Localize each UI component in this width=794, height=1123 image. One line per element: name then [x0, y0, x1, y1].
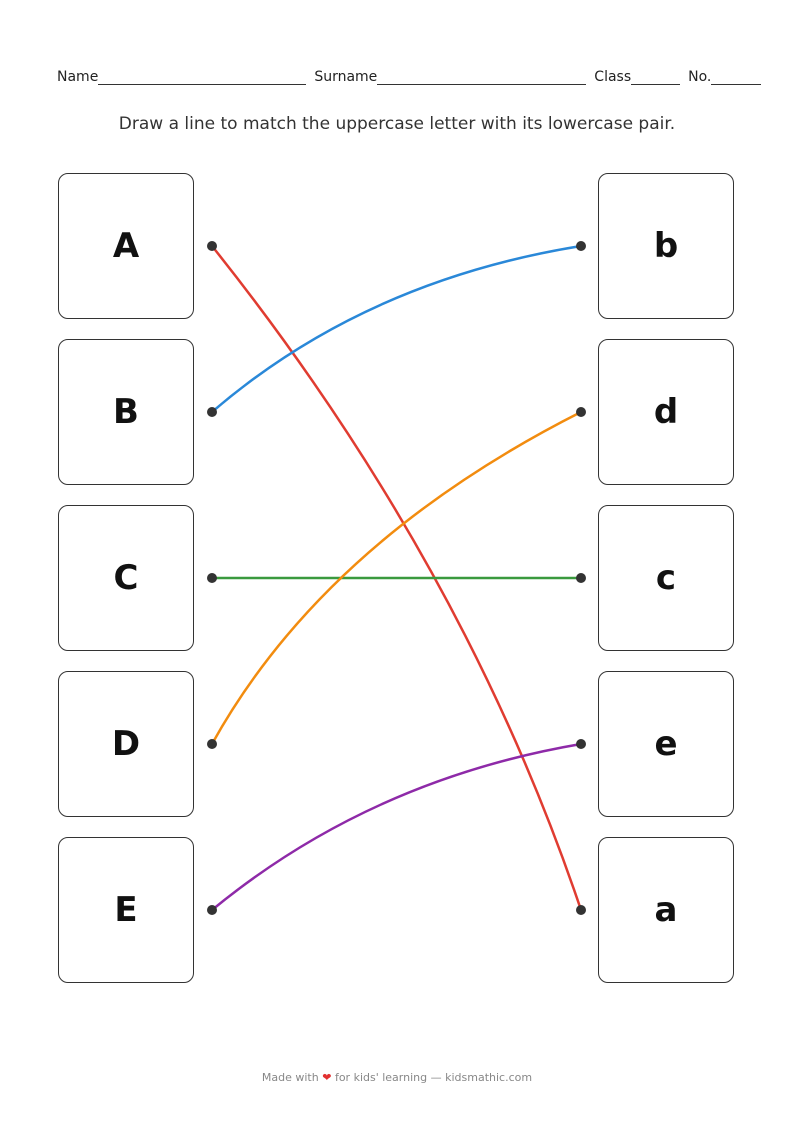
left-letter-box: C — [58, 505, 194, 651]
left-dot[interactable] — [207, 407, 217, 417]
right-dot[interactable] — [576, 241, 586, 251]
instruction: Draw a line to match the uppercase lette… — [118, 114, 676, 134]
right-dot[interactable] — [576, 573, 586, 583]
no-label: No. — [688, 69, 712, 85]
no-field[interactable] — [711, 70, 762, 85]
match-line-b — [211, 244, 582, 413]
match-line-e — [211, 742, 582, 911]
class-label: Class — [594, 69, 632, 85]
right-letter-box: a — [598, 837, 734, 983]
name-label: Name — [57, 69, 99, 85]
right-dot[interactable] — [576, 407, 586, 417]
right-letter-box: b — [598, 173, 734, 319]
heart-icon: ❤ — [322, 1071, 332, 1084]
right-letter-box: c — [598, 505, 734, 651]
class-field[interactable] — [631, 70, 681, 85]
match-line-d — [210, 410, 582, 745]
right-letter-box: d — [598, 339, 734, 485]
footer-post: for kids' learning — kidsmathic.com — [334, 1071, 533, 1084]
left-letter-box: D — [58, 671, 194, 817]
surname-field[interactable] — [377, 70, 587, 85]
left-dot[interactable] — [207, 739, 217, 749]
right-letter-box: e — [598, 671, 734, 817]
left-letter-box: E — [58, 837, 194, 983]
student-info-header: Name Surname Class No. — [57, 69, 769, 85]
left-dot[interactable] — [207, 241, 217, 251]
right-dot[interactable] — [576, 739, 586, 749]
right-dot[interactable] — [576, 905, 586, 915]
left-letter-box: A — [58, 173, 194, 319]
surname-label: Surname — [314, 69, 378, 85]
left-dot[interactable] — [207, 573, 217, 583]
footer-pre: Made with — [261, 1071, 319, 1084]
name-field[interactable] — [98, 70, 307, 85]
footer: Made with ❤ for kids' learning — kidsmat… — [0, 1071, 794, 1084]
left-dot[interactable] — [207, 905, 217, 915]
match-line-a — [211, 245, 583, 911]
left-letter-box: B — [58, 339, 194, 485]
